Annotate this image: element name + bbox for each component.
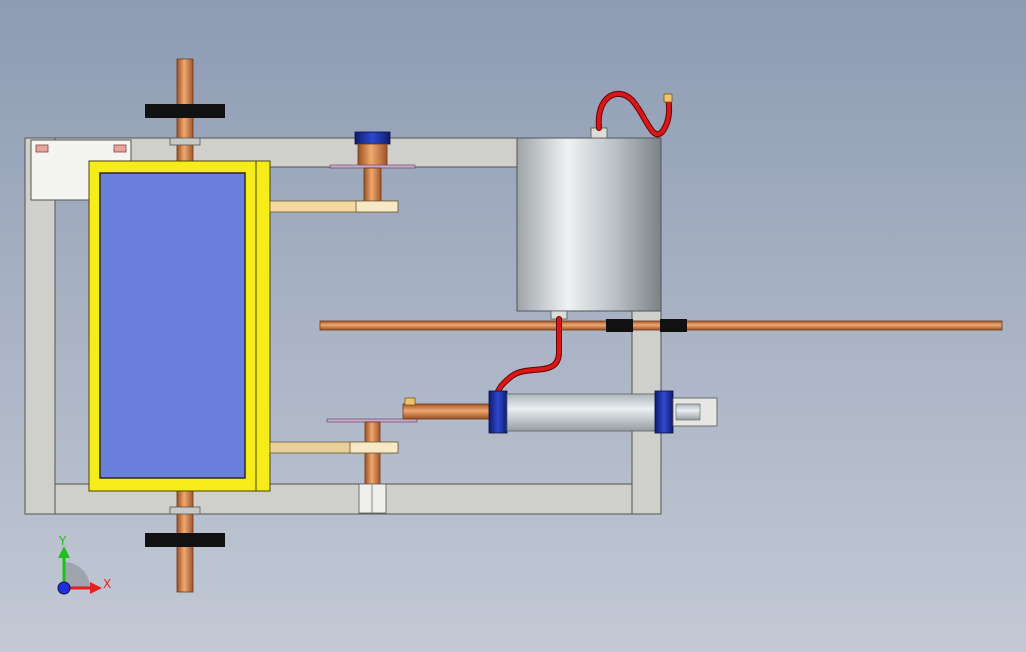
lower-hose <box>494 317 561 404</box>
corner-block-pad-right <box>113 144 127 153</box>
corner-block-pad-left <box>35 144 49 153</box>
upper-spindle-cap <box>354 131 391 145</box>
cylinder-front-cap <box>488 390 508 434</box>
motor-can-body <box>516 137 662 312</box>
coordinate-triad: Y X <box>57 534 111 595</box>
shaft-top-clamp <box>145 104 225 118</box>
triad-shadow-arc <box>64 562 90 588</box>
shaft-bottom-clamp <box>145 533 225 547</box>
triad-y-label: Y <box>58 534 67 548</box>
shaft-bottom-collar <box>169 506 201 515</box>
cylinder-end-stem <box>675 403 701 421</box>
pneumatic-cylinder <box>402 390 718 434</box>
cylinder-piston-rod <box>402 403 492 420</box>
cylinder-barrel <box>506 393 656 432</box>
frame-left-post <box>24 137 56 515</box>
upper-spindle-disc <box>329 164 416 169</box>
lower-spindle-rod <box>364 421 381 487</box>
lower-hose-outline <box>493 316 562 405</box>
lower-spindle-disc <box>326 418 418 423</box>
lower-spindle-hub <box>349 441 399 454</box>
triad-x-arrow <box>90 582 102 594</box>
upper-spindle-rod <box>363 167 382 202</box>
upper-spindle-hub <box>355 200 399 213</box>
rod-clamp-left <box>606 319 633 332</box>
upper-spindle <box>329 131 416 213</box>
top-hose <box>596 91 672 137</box>
upper-spindle-body <box>357 143 388 167</box>
triad-origin <box>57 581 71 595</box>
panel-assembly <box>88 160 271 492</box>
horizontal-rod <box>319 319 1003 332</box>
shaft-top-collar <box>169 137 201 146</box>
triad-y-arrow <box>58 546 70 558</box>
lower-spindle <box>326 418 418 514</box>
triad-x-label: X <box>103 577 111 591</box>
panel-blue-screen <box>99 172 246 479</box>
cylinder-rear-cap <box>654 390 674 434</box>
panel-side-strip <box>255 160 271 492</box>
motor-can <box>516 127 662 320</box>
cylinder-rod-tip <box>404 397 416 406</box>
rod-clamp-right <box>660 319 687 332</box>
top-hose-nozzle <box>663 93 673 103</box>
